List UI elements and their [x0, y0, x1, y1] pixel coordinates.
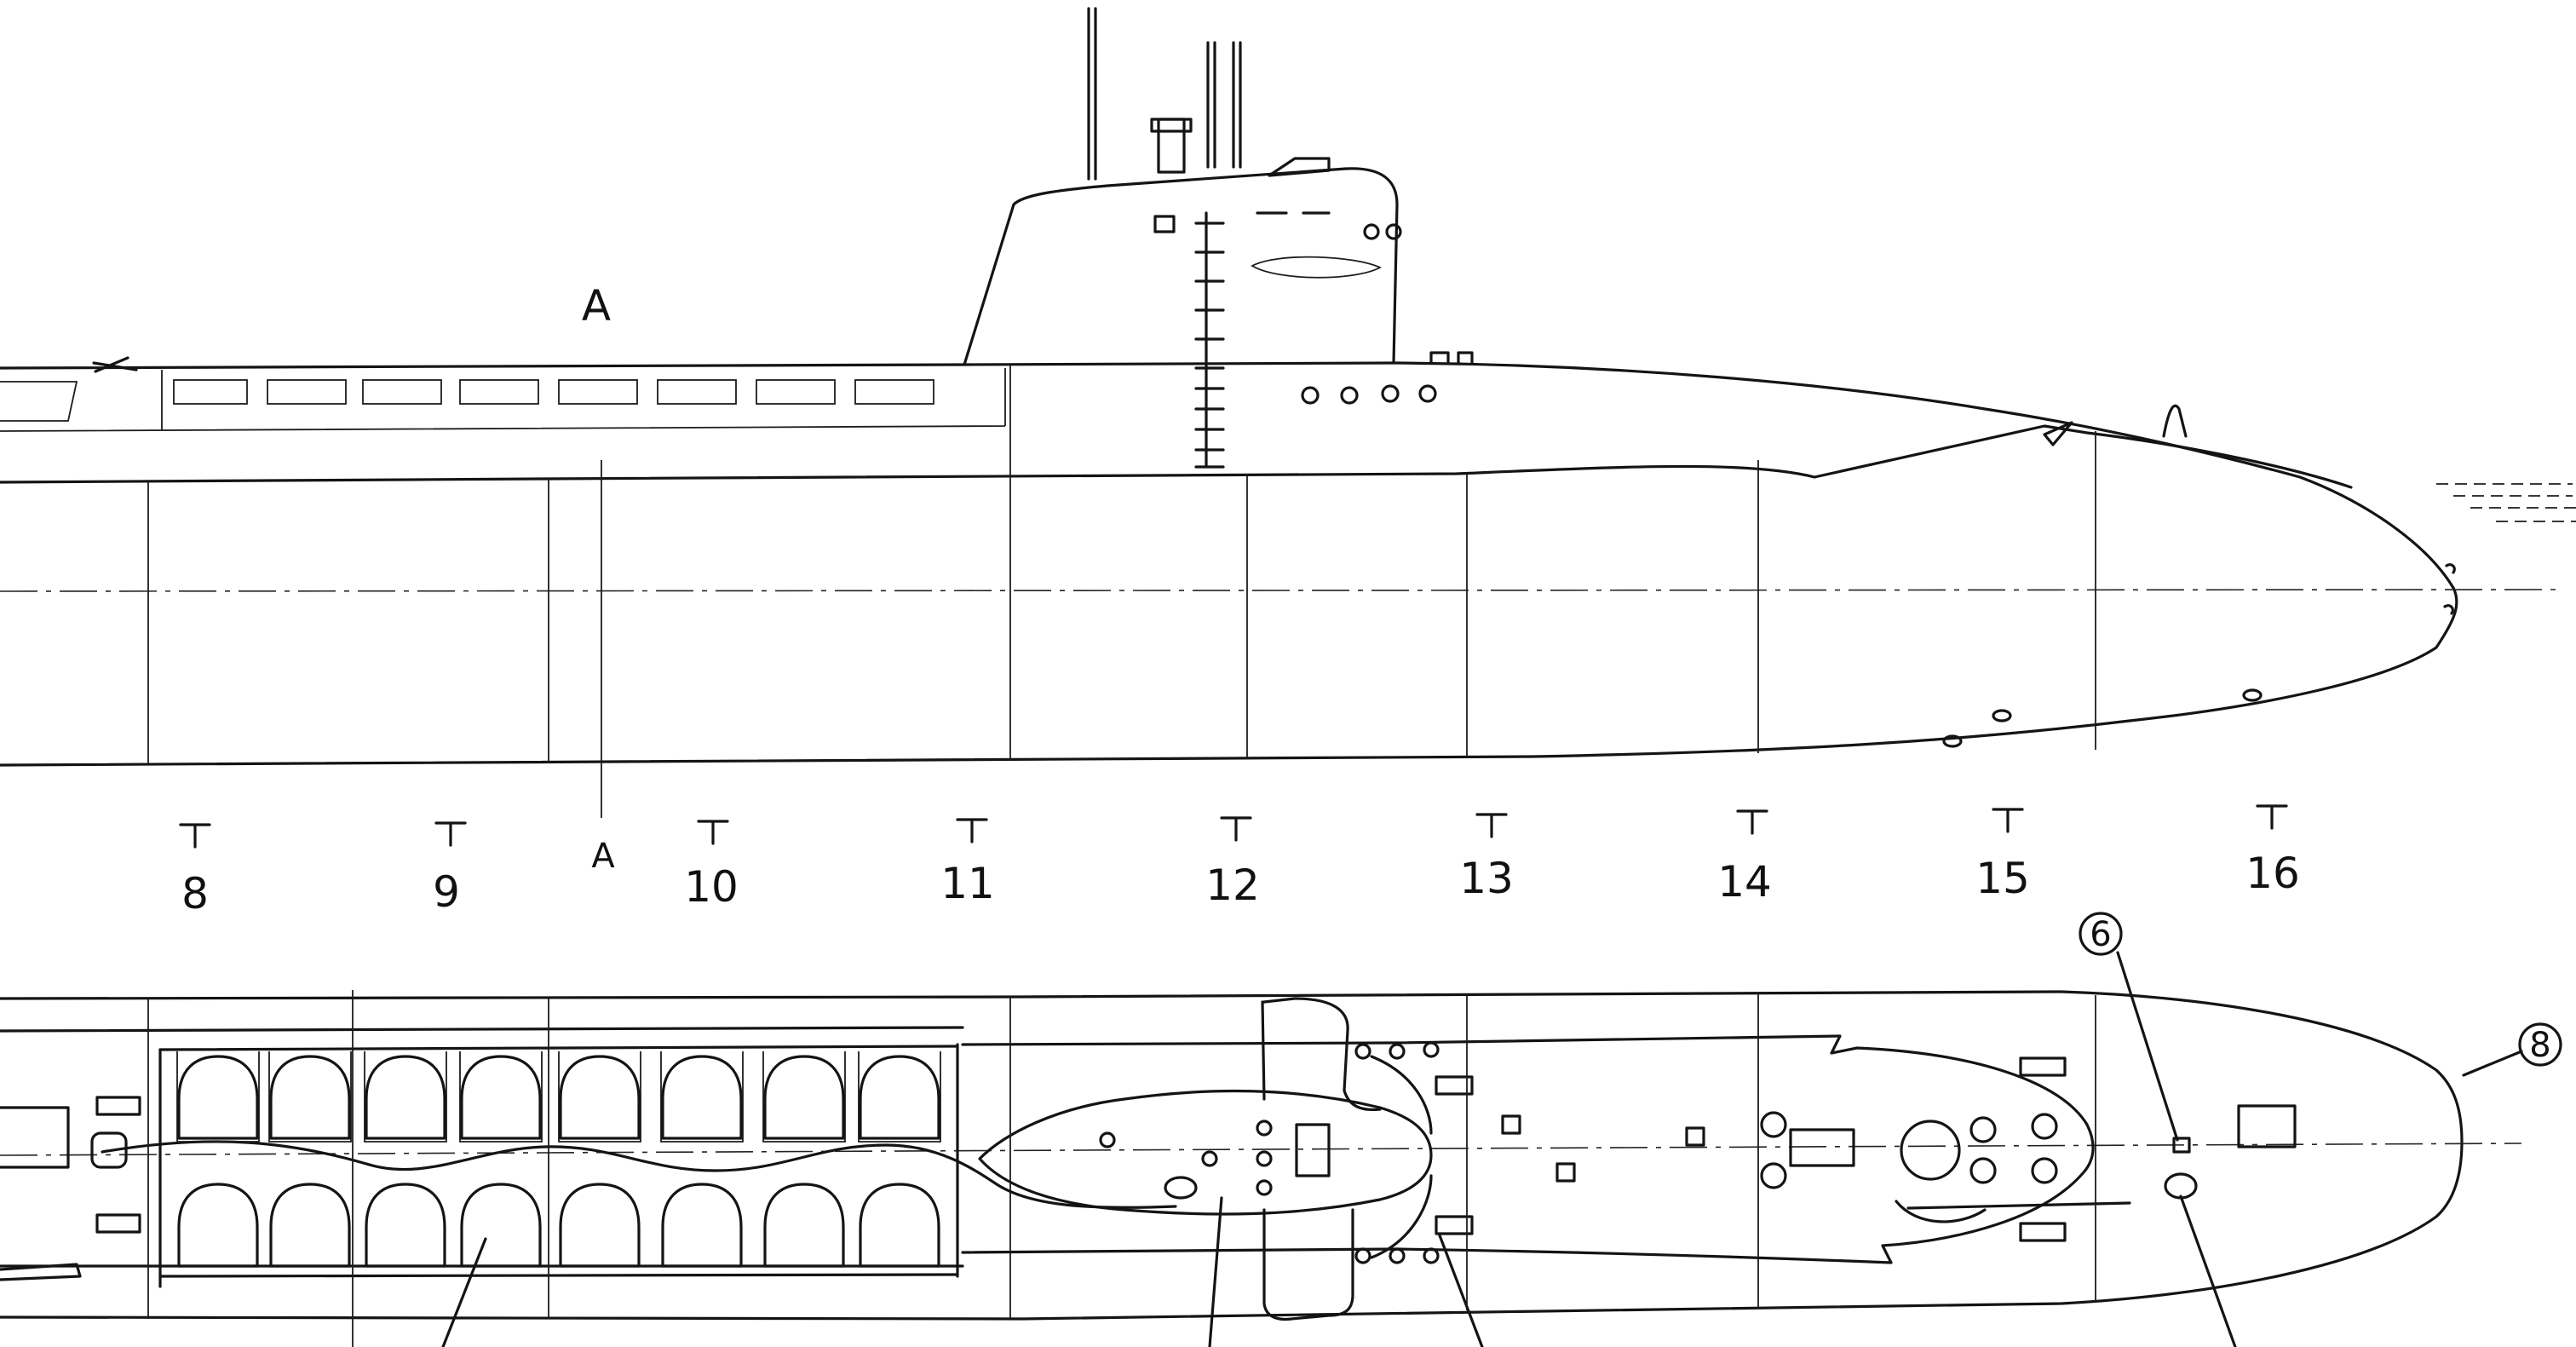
missile-tubes-lower	[177, 1183, 940, 1268]
frame-label-14: 14	[1717, 857, 1772, 907]
masts	[1087, 7, 1331, 181]
callout-6: 6	[2079, 912, 2179, 1142]
leader-lines	[441, 1194, 2237, 1347]
section-marker-top: A	[582, 281, 611, 331]
frame-label-10: 10	[684, 862, 739, 912]
section-marker-bottom: A	[591, 837, 615, 876]
hull-centerline	[0, 589, 2556, 592]
frame-label-8: 8	[181, 869, 209, 918]
plan-sail	[978, 997, 1433, 1321]
missile-tubes-upper	[176, 1051, 941, 1143]
frame-label-13: 13	[1459, 854, 1514, 903]
waterline-dashes	[2436, 483, 2576, 522]
frame-label-11: 11	[940, 859, 995, 908]
side-elevation	[0, 7, 2576, 818]
svg-text:8: 8	[2529, 1026, 2550, 1065]
plan-centerline	[0, 1143, 2522, 1156]
aft-fittings	[0, 1096, 141, 1281]
sail	[963, 167, 1399, 366]
svg-text:6: 6	[2090, 915, 2111, 954]
frame-label-16: 16	[2245, 849, 2300, 898]
casing-lower-line	[0, 424, 2353, 489]
plan-view	[0, 990, 2522, 1347]
deck-fittings	[1301, 351, 2456, 748]
casing-vent-row	[0, 356, 1006, 432]
frame-numbers: 8 9 10 11 12 13 14 15 16	[179, 804, 2300, 918]
plan-walkway	[101, 1140, 1177, 1209]
draft-marks	[1153, 211, 1402, 469]
forward-deck-fittings	[147, 993, 2297, 1319]
frame-label-9: 9	[433, 867, 460, 917]
plan-hull-outline	[0, 990, 2464, 1321]
frame-label-12: 12	[1205, 861, 1260, 910]
callout-8: 8	[2462, 1022, 2562, 1077]
deck-casing-line	[0, 361, 2458, 767]
frame-label-15: 15	[1975, 854, 2030, 903]
frame-stations	[147, 365, 2096, 818]
